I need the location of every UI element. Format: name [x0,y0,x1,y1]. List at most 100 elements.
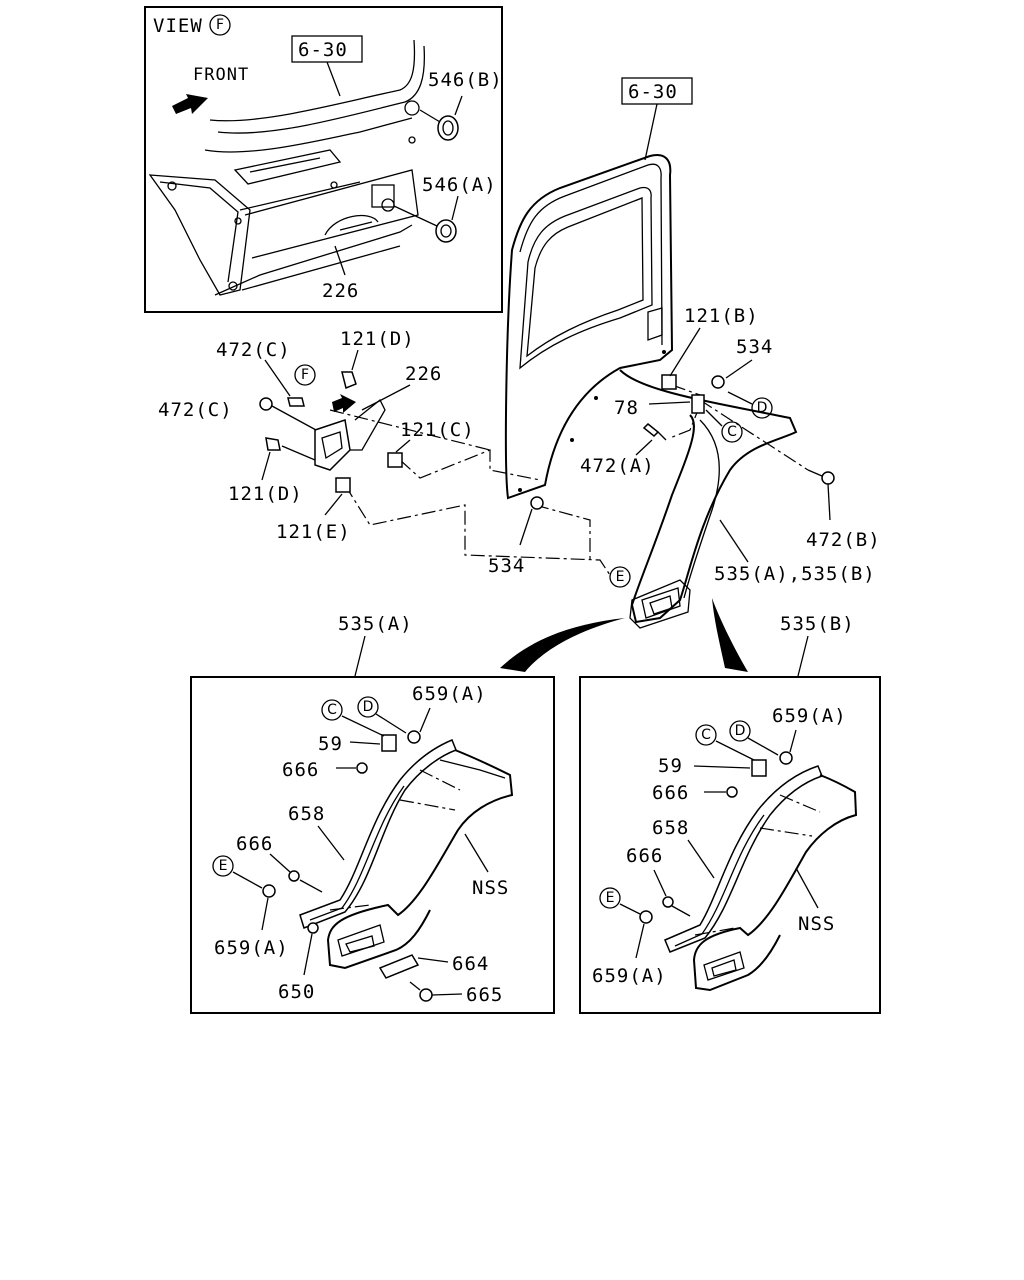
callout-666-top-a: 666 [282,759,319,781]
callout-121c: 121(C) [400,419,475,441]
callout-472a: 472(A) [580,455,655,477]
callout-226-main: 226 [405,363,442,385]
svg-text:D: D [735,723,746,739]
svg-text:F: F [301,367,309,383]
marker-e-b [599,887,621,909]
screw-659a-lower-b-icon [639,910,653,924]
marker-e-a [212,855,234,877]
callout-121d-top: 121(D) [340,328,415,350]
nut-534-top-icon [711,375,725,389]
view-f-title: VIEW [153,15,203,37]
callout-658-b: 658 [652,817,689,839]
marker-d-main [751,397,773,419]
bracket-78-icon [691,394,705,414]
marker-d-b [729,720,751,742]
view-f-panel: VIEW F 6-30 FRONT 546(B) [144,6,503,313]
callout-664: 664 [452,953,489,975]
callout-nss-b: NSS [798,913,835,935]
screw-666-mid-b-icon [662,896,674,908]
reflector-664-icon [378,954,420,979]
marker-c-main [721,421,743,443]
fender-nss-b [692,774,858,992]
screw-665-icon [419,988,433,1002]
view-f-circle [209,14,231,36]
detail-535a: 535(A) 59 C D 659(A) 666 658 [190,613,555,1014]
svg-text:D: D [757,400,768,416]
callout-666-mid-b: 666 [626,845,663,867]
detail-535b: 535(B) 59 C D 659(A) 666 658 666 [579,613,881,1014]
callout-659a-lower-a: 659(A) [214,937,289,959]
screw-659a-top-b-icon [779,751,793,765]
callout-121b: 121(B) [684,305,759,327]
callout-546b: 546(B) [428,69,503,91]
callout-nss-a: NSS [472,877,509,899]
callout-59-b: 59 [658,755,683,777]
svg-text:C: C [701,727,711,743]
front-arrow-icon [172,94,208,114]
view-f-arrow-icon [332,394,356,413]
callout-472b: 472(B) [806,529,881,551]
callout-546a: 546(A) [422,174,497,196]
clip-59-a-icon [381,734,397,752]
clip-121b-icon [661,374,677,390]
screw-666-mid-a-icon [288,870,300,882]
grommet-546a-icon [435,219,457,243]
view-ref-label: 6-30 [298,39,348,61]
screw-659a-lower-a-icon [262,884,276,898]
fender-nss-a [326,749,514,970]
fender-535 [619,369,798,624]
clip-121e-icon [335,477,351,493]
svg-text:E: E [606,890,615,906]
front-label: FRONT [193,65,249,85]
nut-534-lower-icon [530,496,544,510]
svg-text:E: E [219,858,228,874]
marker-e-main [609,566,631,588]
screw-666-top-a-icon [356,762,368,774]
callout-121d-left: 121(D) [228,483,303,505]
bolt-472c-top-icon [287,397,305,407]
callout-226-view: 226 [322,280,359,302]
main-ref-label: 6-30 [628,81,678,103]
main-assembly: 6-30 121(B) 534 [158,77,881,672]
callout-666-mid-a: 666 [236,833,273,855]
bolt-472a-icon [642,422,660,438]
screw-121d-left-icon [265,437,281,451]
svg-text:C: C [327,702,337,718]
callout-650: 650 [278,981,315,1003]
view-f-frame [144,6,503,313]
callout-59-a: 59 [318,733,343,755]
svg-text:C: C [727,424,737,440]
screw-666-top-b-icon [726,786,738,798]
door-panel [504,154,674,500]
detail-535a-header: 535(A) [338,613,413,635]
callout-659a-top-b: 659(A) [772,705,847,727]
callout-658-a: 658 [288,803,325,825]
callout-659a-lower-b: 659(A) [592,965,667,987]
callout-534-lower: 534 [488,555,525,577]
screw-121d-top-icon [341,371,357,390]
detail-535a-frame [190,676,555,1014]
detail-535b-header: 535(B) [780,613,855,635]
view-f-circle-label: F [216,17,224,33]
svg-text:E: E [616,569,625,585]
curved-arrow-right-icon [712,598,748,672]
callout-472c-left: 472(C) [158,399,233,421]
marker-c-b [695,724,717,746]
clip-59-b-icon [751,759,767,777]
bolt-472b-icon [821,471,835,485]
door-window [519,186,653,370]
detail-535b-frame [579,676,881,1014]
curved-arrow-left-icon [500,618,625,672]
grommet-546b-icon [437,115,459,141]
clip-650-icon [307,922,319,934]
callout-659a-top-a: 659(A) [412,683,487,705]
callout-534-top: 534 [736,336,773,358]
svg-text:D: D [363,699,374,715]
bolt-472c-left-icon [259,397,273,411]
screw-659a-top-a-icon [407,730,421,744]
callout-121e: 121(E) [276,521,351,543]
callout-665: 665 [466,984,503,1006]
bracket-226 [314,419,351,471]
marker-f-main [294,364,316,386]
